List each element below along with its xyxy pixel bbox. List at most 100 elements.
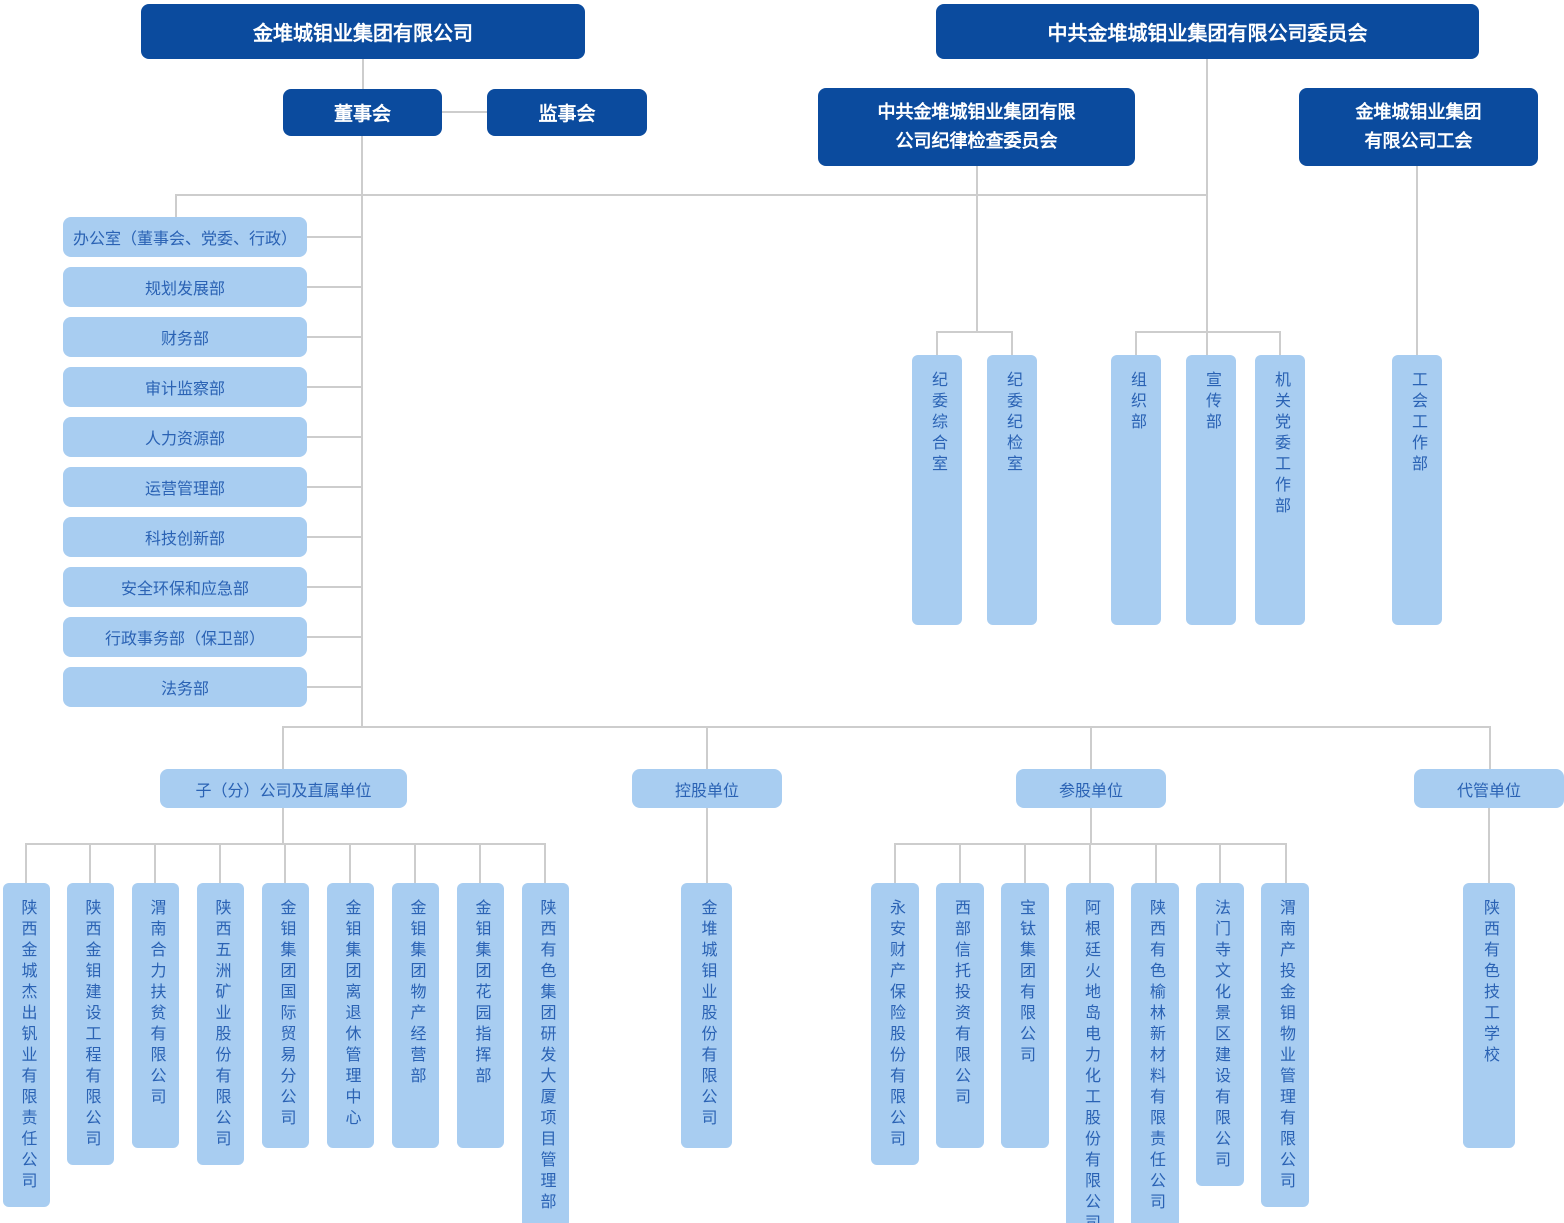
connector-line — [176, 194, 1207, 196]
connector-line — [307, 636, 362, 638]
connector-line — [1489, 726, 1491, 769]
connector-line — [219, 843, 221, 883]
category-node-managed: 代管单位 — [1414, 769, 1564, 808]
node-labor-union-label: 金堆城钼业集团有限公司工会 — [1355, 102, 1482, 151]
connector-line — [307, 536, 362, 538]
equity-label: 法门寺文化景区建设有限公司 — [1212, 899, 1229, 1172]
equity-label: 西部信托投资有限公司 — [952, 899, 969, 1109]
connector-line — [976, 166, 978, 332]
equity-node: 宝钛集团有限公司 — [1001, 883, 1049, 1148]
party-office-label: 组织部 — [1128, 371, 1145, 434]
connector-line — [1488, 808, 1490, 883]
connector-line — [894, 843, 896, 883]
connector-line — [362, 59, 364, 89]
subsidiary-node: 渭南合力扶贫有限公司 — [132, 883, 179, 1148]
equity-node: 西部信托投资有限公司 — [936, 883, 984, 1148]
node-discipline-committee-label: 中共金堆城钼业集团有限公司纪律检查委员会 — [877, 102, 1076, 151]
connector-line — [1090, 808, 1092, 844]
connector-line — [307, 586, 362, 588]
equity-label: 阿根廷火地岛电力化工股份有限公司 — [1082, 899, 1099, 1223]
connector-line — [307, 236, 362, 238]
node-labor-union: 金堆城钼业集团有限公司工会 — [1299, 88, 1538, 166]
party-office-label: 工会工作部 — [1409, 371, 1426, 476]
connector-line — [1011, 331, 1013, 355]
node-supervisory-board: 监事会 — [487, 89, 647, 136]
connector-line — [1279, 331, 1281, 355]
department-node-hr: 人力资源部 — [63, 417, 307, 457]
department-node-legal: 法务部 — [63, 667, 307, 707]
party-office-label: 纪委综合室 — [929, 371, 946, 476]
equity-node: 法门寺文化景区建设有限公司 — [1196, 883, 1244, 1186]
equity-node: 渭南产投金钼物业管理有限公司 — [1261, 883, 1309, 1207]
subsidiary-node: 陕西五洲矿业股份有限公司 — [197, 883, 244, 1165]
subsidiary-node: 陕西有色集团研发大厦项目管理部 — [522, 883, 569, 1223]
subsidiary-label: 渭南合力扶贫有限公司 — [147, 899, 165, 1109]
connector-line — [154, 843, 156, 883]
node-discipline-committee: 中共金堆城钼业集团有限公司纪律检查委员会 — [818, 88, 1135, 166]
connector-line — [1206, 59, 1208, 355]
party-office-node-union-work: 工会工作部 — [1392, 355, 1442, 625]
connector-line — [1024, 843, 1026, 883]
connector-line — [282, 726, 1490, 728]
equity-node: 阿根廷火地岛电力化工股份有限公司 — [1066, 883, 1114, 1223]
connector-line — [307, 436, 362, 438]
equity-label: 永安财产保险股份有限公司 — [887, 899, 904, 1151]
subsidiary-node: 陕西金钼建设工程有限公司 — [67, 883, 114, 1165]
subsidiary-node: 金钼集团离退休管理中心 — [327, 883, 374, 1148]
party-office-node-organization: 组织部 — [1111, 355, 1161, 625]
party-office-label: 纪委纪检室 — [1004, 371, 1021, 476]
connector-line — [25, 843, 27, 883]
department-node-safety: 安全环保和应急部 — [63, 567, 307, 607]
party-office-label: 机关党委工作部 — [1272, 371, 1289, 518]
connector-line — [936, 331, 1013, 333]
equity-label: 渭南产投金钼物业管理有限公司 — [1277, 899, 1294, 1193]
equity-node: 陕西有色榆林新材料有限责任公司 — [1131, 883, 1179, 1223]
party-office-node-propaganda: 宣传部 — [1186, 355, 1236, 625]
subsidiary-label: 金钼集团离退休管理中心 — [342, 899, 360, 1130]
department-node-audit: 审计监察部 — [63, 367, 307, 407]
connector-line — [307, 336, 362, 338]
subsidiary-label: 陕西五洲矿业股份有限公司 — [212, 899, 230, 1151]
connector-line — [307, 386, 362, 388]
subsidiary-label: 陕西有色集团研发大厦项目管理部 — [537, 899, 555, 1214]
subsidiary-label: 金钼集团国际贸易分公司 — [277, 899, 295, 1130]
connector-line — [706, 808, 708, 883]
subsidiary-label: 金钼集团物产经营部 — [407, 899, 425, 1088]
subsidiary-label: 陕西金城杰出钒业有限责任公司 — [18, 899, 36, 1193]
connector-line — [959, 843, 961, 883]
connector-line — [414, 843, 416, 883]
department-node-planning: 规划发展部 — [63, 267, 307, 307]
connector-line — [442, 111, 487, 113]
connector-line — [307, 686, 362, 688]
connector-line — [89, 843, 91, 883]
equity-label: 宝钛集团有限公司 — [1017, 899, 1034, 1067]
connector-line — [1155, 843, 1157, 883]
holding-node: 金堆城钼业股份有限公司 — [681, 883, 732, 1148]
connector-line — [282, 808, 284, 844]
holding-label: 金堆城钼业股份有限公司 — [698, 899, 716, 1130]
connector-line — [175, 194, 177, 217]
managed-node: 陕西有色技工学校 — [1463, 883, 1515, 1148]
connector-line — [544, 843, 546, 883]
department-node-admin-affairs: 行政事务部（保卫部） — [63, 617, 307, 657]
connector-line — [1090, 726, 1092, 769]
department-node-office: 办公室（董事会、党委、行政） — [63, 217, 307, 257]
party-office-node-discipline-general: 纪委综合室 — [912, 355, 962, 625]
connector-line — [284, 843, 286, 883]
department-node-technology: 科技创新部 — [63, 517, 307, 557]
node-party-committee: 中共金堆城钼业集团有限公司委员会 — [936, 4, 1479, 59]
party-office-node-agency-committee: 机关党委工作部 — [1255, 355, 1305, 625]
connector-line — [307, 486, 362, 488]
subsidiary-node: 金钼集团物产经营部 — [392, 883, 439, 1148]
connector-line — [1416, 166, 1418, 355]
party-office-node-discipline-inspection: 纪委纪检室 — [987, 355, 1037, 625]
subsidiary-label: 陕西金钼建设工程有限公司 — [82, 899, 100, 1151]
connector-line — [1135, 331, 1281, 333]
category-node-subsidiaries: 子（分）公司及直属单位 — [160, 769, 407, 808]
node-group-company: 金堆城钼业集团有限公司 — [141, 4, 585, 59]
category-node-equity: 参股单位 — [1016, 769, 1166, 808]
subsidiary-node: 陕西金城杰出钒业有限责任公司 — [3, 883, 50, 1207]
node-board: 董事会 — [283, 89, 442, 136]
equity-node: 永安财产保险股份有限公司 — [871, 883, 919, 1165]
